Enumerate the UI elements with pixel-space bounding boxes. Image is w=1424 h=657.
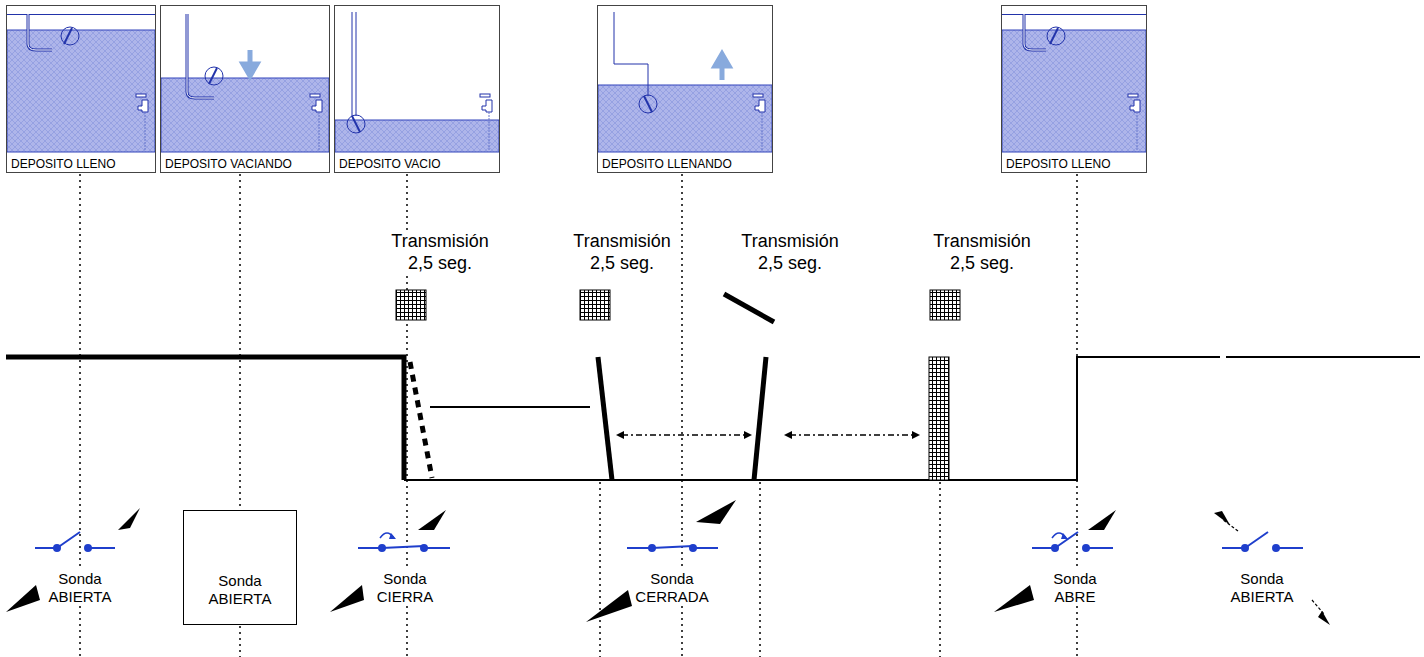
transmission-label: Transmisión 2,5 seg. [564,230,680,274]
tank-illustration [7,14,155,152]
tank-illustration [335,12,499,152]
tank-box: DEPOSITO VACIO [334,5,500,173]
transmission-label: Transmisión 2,5 seg. [924,230,1040,274]
tank-box: DEPOSITO VACIANDO [160,5,330,173]
tank-illustration [598,12,772,152]
pointer-arrow [6,500,1330,625]
transmission-label: Transmisión 2,5 seg. [732,230,848,274]
guide-line [80,174,1077,657]
tank-caption: DEPOSITO LLENO [9,157,117,171]
tank-caption: DEPOSITO LLENO [1004,157,1112,171]
probe-state-label: Sonda ABRE [1053,570,1096,606]
probe-label: Sonda ABIERTA [209,572,272,608]
probe-state-label: Sonda CERRADA [635,570,708,606]
tank-caption: DEPOSITO LLENANDO [600,157,734,171]
probe-box: Sonda ABIERTA [183,510,297,625]
tank-caption: DEPOSITO VACIO [337,157,443,171]
probe-state-label: Sonda CIERRA [377,570,434,606]
tank-box: DEPOSITO LLENANDO [597,5,773,173]
pointer-arrow [1222,519,1324,614]
tank-caption: DEPOSITO VACIANDO [163,157,294,171]
probe-state-label: Sonda ABIERTA [1231,570,1294,606]
signal-waveform [6,290,1420,480]
tank-box: DEPOSITO LLENO [6,5,156,173]
tank-box: DEPOSITO LLENO [1001,5,1147,173]
tank-illustration [161,14,329,152]
tank-illustration [1002,14,1146,152]
probe-state-label: Sonda ABIERTA [49,570,112,606]
transmission-label: Transmisión 2,5 seg. [382,230,498,274]
